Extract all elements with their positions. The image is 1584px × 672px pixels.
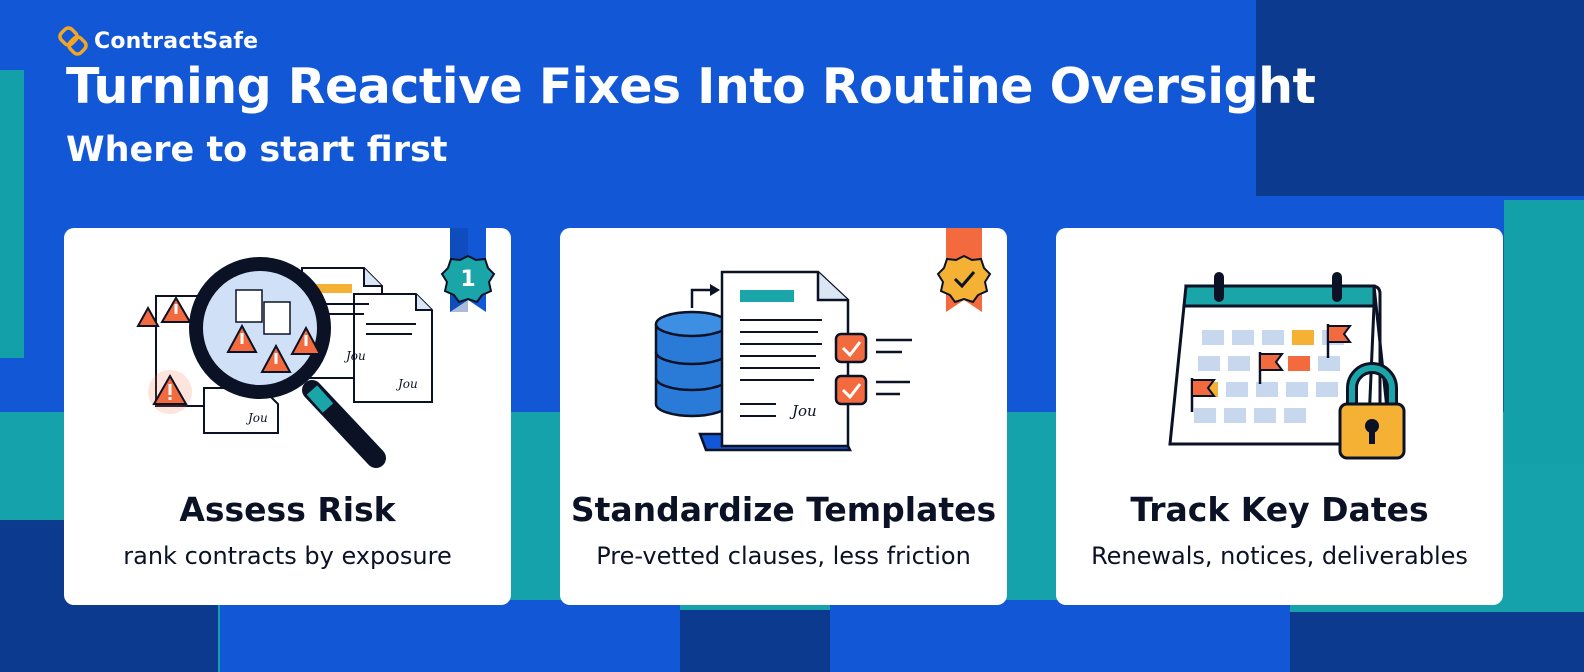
flag-icon bbox=[1190, 378, 1216, 412]
signature-text: Jou bbox=[789, 402, 817, 420]
calendar-flags-padlock-icon bbox=[1168, 272, 1406, 460]
card-description: rank contracts by exposure bbox=[123, 542, 452, 570]
card-description: Pre-vetted clauses, less friction bbox=[596, 542, 971, 570]
card-track-key-dates: Track Key Dates Renewals, notices, deliv… bbox=[1056, 228, 1503, 605]
flag-icon bbox=[1326, 324, 1352, 358]
card-title: Assess Risk bbox=[179, 490, 396, 529]
card-standardize-templates: Jou Standardize Templates Pre-vetted cla… bbox=[560, 228, 1007, 605]
background-navy-corner bbox=[1256, 0, 1584, 196]
checkbox-icon bbox=[834, 332, 912, 364]
magnifying-glass-icon bbox=[189, 257, 386, 468]
background-navy-block bbox=[1290, 612, 1584, 672]
database-document-checklist-icon: Jou bbox=[654, 228, 992, 452]
brand-logo: ContractSafe bbox=[58, 26, 258, 56]
signature-text: Jou bbox=[245, 411, 268, 425]
brand-name: ContractSafe bbox=[94, 28, 259, 54]
background-navy-block bbox=[680, 610, 830, 672]
ribbon-checkmark-badge-icon bbox=[936, 228, 992, 312]
card-assess-risk: 1 Jou Jou Jou bbox=[64, 228, 511, 605]
card-title: Track Key Dates bbox=[1130, 490, 1429, 529]
signature-text: Jou bbox=[343, 349, 366, 363]
flag-icon bbox=[1258, 352, 1284, 384]
badge-number: 1 bbox=[460, 267, 475, 292]
warning-triangle-icon bbox=[136, 296, 192, 327]
card-description: Renewals, notices, deliverables bbox=[1091, 542, 1468, 570]
ribbon-number-badge-icon: 1 bbox=[440, 228, 496, 312]
background-teal-strip bbox=[1504, 200, 1584, 464]
page-subtitle: Where to start first bbox=[66, 130, 448, 170]
checkbox-icon bbox=[834, 374, 910, 406]
contractsafe-logo-icon bbox=[58, 26, 88, 56]
page-title: Turning Reactive Fixes Into Routine Over… bbox=[66, 58, 1316, 115]
database-icon bbox=[654, 310, 730, 418]
warning-triangle-icon bbox=[148, 370, 192, 414]
magnifying-glass-warning-documents-icon: 1 Jou Jou Jou bbox=[136, 228, 496, 468]
card-title: Standardize Templates bbox=[570, 490, 997, 529]
background-blue-block bbox=[220, 600, 680, 672]
background-blue-block bbox=[830, 600, 1290, 672]
padlock-icon bbox=[1338, 362, 1406, 460]
signature-text: Jou bbox=[395, 377, 418, 391]
background-teal-strip bbox=[0, 70, 24, 358]
